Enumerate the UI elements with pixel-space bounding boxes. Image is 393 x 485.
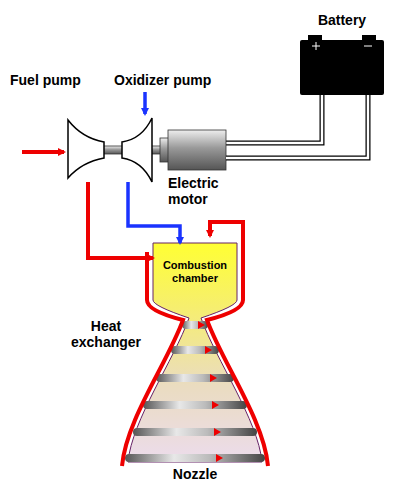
cooling-jacket-left [122, 252, 183, 466]
oxidizer-inlet [143, 92, 147, 114]
oxidizer-pump-node: Oxidizer pump [118, 116, 158, 182]
oxidizer-pump-impeller [122, 118, 152, 182]
fuel-line [88, 182, 153, 258]
battery-symbol [300, 35, 384, 95]
electric-motor-node: Electric motor [168, 130, 226, 170]
nozzle-label: Nozzle [128, 466, 262, 482]
fuel-line-path [88, 182, 153, 258]
nozzle-node: Nozzle [128, 318, 262, 464]
part-label: Heat exchanger [66, 318, 146, 350]
power-wire-core [226, 95, 368, 158]
fuel-inlet [22, 150, 64, 154]
battery-label: Battery [300, 12, 384, 28]
heat-exchanger-bands [125, 321, 265, 462]
motor-wire [226, 95, 322, 143]
battery-node: Battery [300, 40, 384, 95]
power-wire [226, 95, 368, 158]
electric-motor-label: Electric motor [168, 175, 232, 207]
fuel-pump-label: Fuel pump [10, 72, 120, 88]
power-wire-path [226, 95, 368, 158]
fuel-pump-node: Fuel pump [66, 118, 112, 182]
oxidizer-pump-label: Oxidizer pump [114, 72, 244, 88]
motor-body [168, 130, 226, 170]
combustion-chamber-node: Combustion chamber [153, 243, 237, 300]
fuel-pump-impeller [68, 120, 104, 178]
combustion-chamber-label: Combustion chamber [156, 259, 234, 285]
